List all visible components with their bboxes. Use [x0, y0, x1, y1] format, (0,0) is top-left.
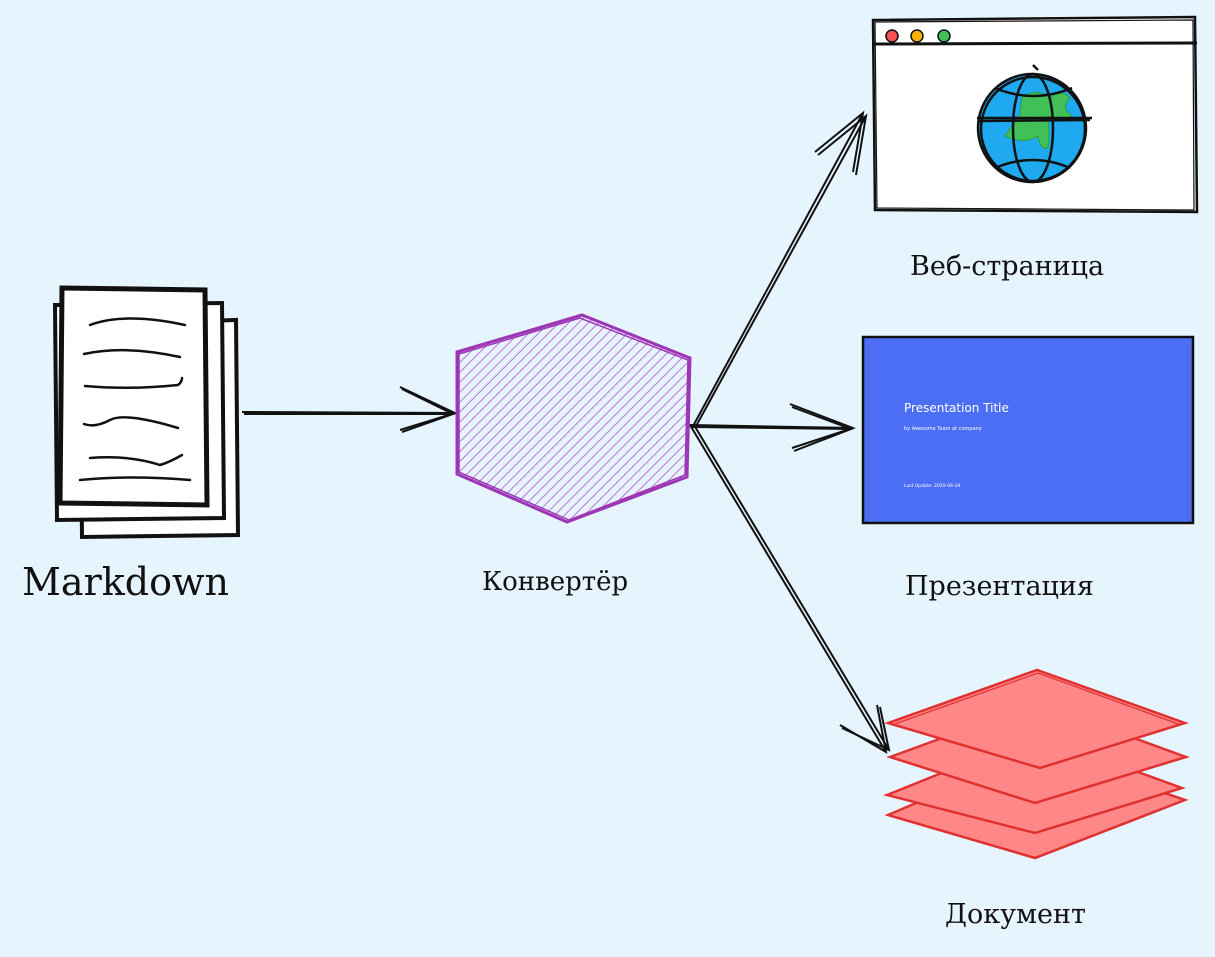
- document-stack-icon[interactable]: [52, 285, 241, 540]
- browser-window-icon[interactable]: [871, 15, 1199, 214]
- layers-icon[interactable]: [882, 668, 1190, 860]
- node-label-markdown: Markdown: [22, 560, 229, 604]
- window-maximize-dot: [937, 29, 951, 43]
- presentation-slide[interactable]: Presentation Title by Awesome Team at co…: [861, 335, 1195, 525]
- window-close-dot: [885, 29, 899, 43]
- arrow-converter-to-web: [691, 110, 868, 429]
- globe-icon: [976, 64, 1092, 184]
- arrow-markdown-to-converter: [241, 386, 458, 433]
- arrow-converter-to-document: [689, 424, 891, 754]
- node-label-converter: Конвертёр: [482, 567, 629, 597]
- arrow-converter-to-presentation: [689, 403, 856, 452]
- node-label-document: Документ: [945, 899, 1086, 930]
- slide-subtitle: by Awesome Team at company: [904, 426, 982, 432]
- node-label-web: Веб-страница: [910, 251, 1105, 282]
- slide-footer: Last Update: 2020-08-28: [904, 483, 960, 489]
- converter-hexagon-icon[interactable]: [455, 313, 692, 524]
- slide-title: Presentation Title: [904, 401, 1009, 415]
- window-minimize-dot: [910, 29, 924, 43]
- node-label-presentation: Презентация: [905, 571, 1094, 602]
